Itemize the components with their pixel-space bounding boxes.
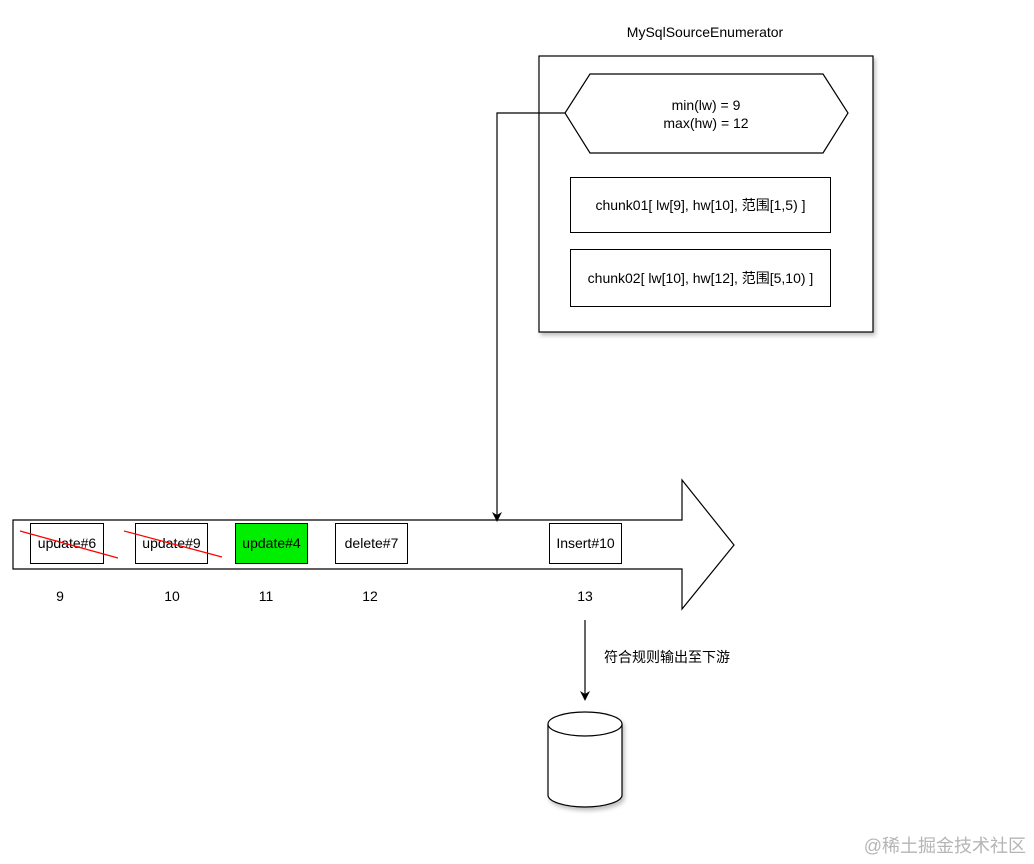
database-cylinder xyxy=(547,711,623,808)
site-watermark: @稀土掘金技术社区 xyxy=(863,836,1026,856)
event-delete-7: delete#7 xyxy=(335,523,408,564)
max-hw-label: max(hw) = 12 xyxy=(663,115,749,131)
offset-12: 12 xyxy=(362,588,378,604)
event-insert-10: Insert#10 xyxy=(549,523,622,564)
offset-10: 10 xyxy=(164,588,180,604)
offset-11: 11 xyxy=(258,588,274,604)
event-update-9: update#9 xyxy=(135,523,208,564)
offset-9: 9 xyxy=(56,588,64,604)
chunk-02: chunk02[ lw[10], hw[12], 范围[5,10) ] xyxy=(570,249,831,307)
min-lw-label: min(lw) = 9 xyxy=(671,97,741,113)
watermark-hexagon xyxy=(564,73,849,154)
event-update-6: update#6 xyxy=(30,523,104,564)
event-update-4: update#4 xyxy=(235,523,308,564)
output-label: 符合规则输出至下游 xyxy=(604,649,730,665)
enumerator-title: MySqlSourceEnumerator xyxy=(626,24,784,40)
chunk-01: chunk01[ lw[9], hw[10], 范围[1,5) ] xyxy=(570,177,831,233)
offset-13: 13 xyxy=(577,588,593,604)
enumerator-to-stream-connector xyxy=(492,112,565,522)
